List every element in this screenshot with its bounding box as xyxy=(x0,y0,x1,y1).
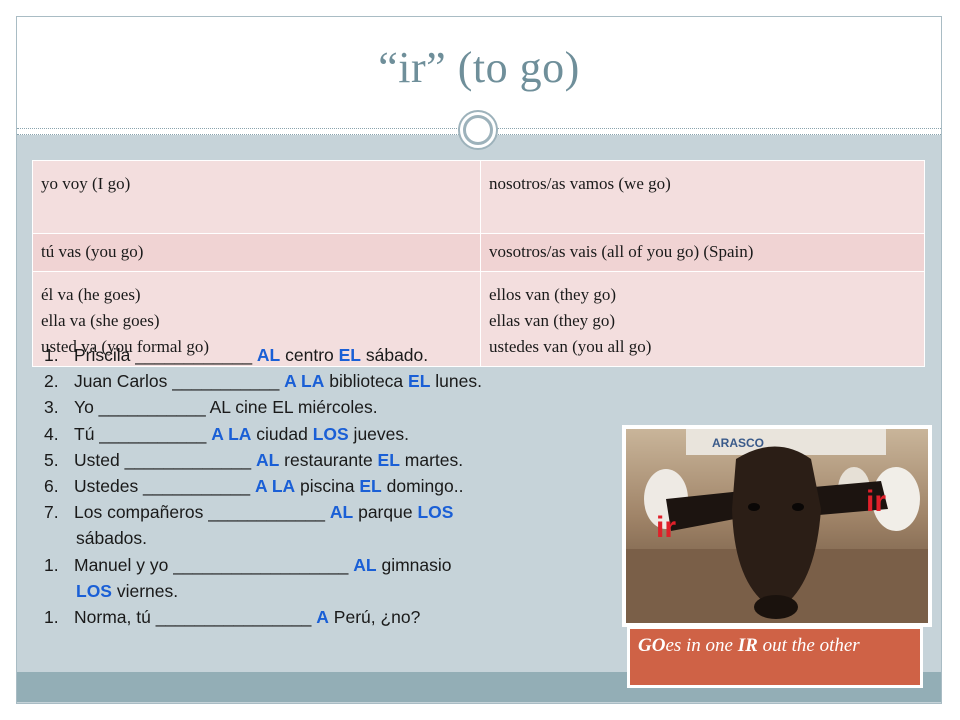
answer-preposition: A LA xyxy=(284,371,325,392)
item-number: 1. xyxy=(44,345,59,365)
item-text: centro xyxy=(280,345,339,365)
list-item: 4. Tú ___________ A LA ciudad LOS jueves. xyxy=(44,421,664,447)
table-row: yo voy (I go) nosotros/as vamos (we go) xyxy=(32,160,925,234)
exercise-list: 1. Priscila ____________ AL centro EL sáb… xyxy=(44,342,664,630)
item-text: gimnasio xyxy=(376,554,452,575)
item-text: martes. xyxy=(399,449,464,470)
list-item-continuation: LOS viernes. xyxy=(44,578,664,604)
cell-line: ustedes van (you all go) xyxy=(489,337,652,356)
list-item: 1. Norma, tú ________________ A Perú, ¿no… xyxy=(44,604,664,630)
ir-label-right: ir xyxy=(866,485,886,518)
caption-text: es in one xyxy=(665,635,738,656)
cell-line: ellos van (they go) xyxy=(489,285,616,304)
list-item: 7.Los compañeros ____________ AL parque … xyxy=(44,499,664,525)
answer-preposition: AL xyxy=(255,449,280,470)
cell-line: yo voy (I go) xyxy=(41,174,131,193)
goat-muzzle xyxy=(754,595,798,619)
table-cell: vosotros/as vais (all of you go) (Spain) xyxy=(480,233,925,272)
item-text: sábado. xyxy=(361,345,429,365)
list-item: 2. Juan Carlos ___________ A LA bibliotec… xyxy=(44,368,664,394)
list-item: 3. Yo ___________ AL cine EL miércoles. xyxy=(44,394,664,420)
answer-article: EL xyxy=(359,476,382,497)
item-text: Los compañeros ____________ xyxy=(74,502,330,523)
answer-preposition: A LA xyxy=(254,476,296,497)
table-row: tú vas (you go) vosotros/as vais (all of… xyxy=(32,233,925,272)
item-text: Perú, ¿no? xyxy=(328,607,421,628)
item-number: 6. xyxy=(44,476,59,497)
item-text: Juan Carlos ___________ xyxy=(74,371,285,392)
item-number: 3. xyxy=(44,397,59,418)
item-number: 5. xyxy=(44,449,59,470)
item-text: Ustedes ___________ xyxy=(74,476,255,497)
caption-emphasis: IR xyxy=(737,635,758,656)
caption-emphasis: GO xyxy=(638,635,666,656)
background-person xyxy=(872,467,920,531)
conjugation-table: yo voy (I go) nosotros/as vamos (we go) … xyxy=(32,160,925,367)
item-text: Priscila ____________ xyxy=(74,345,257,365)
table-cell: yo voy (I go) xyxy=(32,160,481,234)
table-cell: él va (he goes) ella va (she goes) usted… xyxy=(32,271,481,367)
item-text: Manuel y yo __________________ xyxy=(74,554,354,575)
item-text: jueves. xyxy=(348,423,409,444)
cell-line: tú vas (you go) xyxy=(41,242,144,261)
table-cell: nosotros/as vamos (we go) xyxy=(480,160,925,234)
list-item: 6. Ustedes ___________ A LA piscina EL do… xyxy=(44,473,664,499)
goat-eye xyxy=(792,503,804,511)
table-cell: ellos van (they go) ellas van (they go) … xyxy=(480,271,925,367)
goat-photo: ARASCO ir ir xyxy=(622,425,932,627)
item-number: 2. xyxy=(44,371,59,392)
item-text: viernes. xyxy=(111,580,179,601)
answer-preposition: AL xyxy=(329,502,354,523)
caption-text: out the other xyxy=(757,635,860,656)
cell-line: usted va (you formal go) xyxy=(41,337,210,356)
cell-line: vosotros/as vais (all of you go) (Spain) xyxy=(489,242,754,261)
item-number: 4. xyxy=(44,423,59,444)
answer-preposition: AL xyxy=(256,345,281,365)
answer-article: EL xyxy=(377,449,400,470)
answer-preposition: AL xyxy=(353,554,377,575)
table-row: él va (he goes) ella va (she goes) usted… xyxy=(32,271,925,367)
item-text: restaurante xyxy=(279,449,378,470)
goat-illustration: ARASCO ir ir xyxy=(626,429,928,623)
answer-article: EL xyxy=(338,345,361,365)
answer-preposition: A xyxy=(316,607,329,628)
list-item-continuation: sábados. xyxy=(44,525,664,551)
cell-line: él va (he goes) xyxy=(41,285,141,304)
item-text: lunes. xyxy=(430,371,482,392)
answer-preposition: A LA xyxy=(211,423,252,444)
answer-article: LOS xyxy=(417,502,454,523)
item-text: sábados. xyxy=(76,528,148,549)
item-text: domingo.. xyxy=(381,476,464,497)
answer-article: LOS xyxy=(76,580,112,601)
sign-text: ARASCO xyxy=(712,436,764,450)
slide-title: “ir” (to go) xyxy=(378,43,580,92)
photo-caption: GOes in one IR out the other xyxy=(627,626,923,688)
goat-eye xyxy=(748,503,760,511)
item-text: Norma, tú ________________ xyxy=(74,607,317,628)
item-text: Tú ___________ xyxy=(74,423,212,444)
item-number: 7. xyxy=(44,502,59,523)
item-text: Usted _____________ xyxy=(74,449,256,470)
answer-article: EL xyxy=(408,371,431,392)
item-text: piscina xyxy=(295,476,360,497)
item-text: biblioteca xyxy=(324,371,409,392)
answer-article: LOS xyxy=(312,423,349,444)
table-cell: tú vas (you go) xyxy=(32,233,481,272)
list-item: 5.Usted _____________ AL restaurante EL … xyxy=(44,447,664,473)
cell-line: nosotros/as vamos (we go) xyxy=(489,174,671,193)
circle-ornament-inner xyxy=(463,115,493,145)
ir-label-left: ir xyxy=(656,511,676,544)
item-number: 1. xyxy=(44,607,59,628)
item-text: Yo ___________ AL cine EL miércoles. xyxy=(74,397,378,418)
item-text: parque xyxy=(353,502,418,523)
item-number: 1. xyxy=(44,554,59,575)
item-text: ciudad xyxy=(251,423,313,444)
goat-head xyxy=(732,446,821,612)
cell-line: ellas van (they go) xyxy=(489,311,616,330)
cell-line: ella va (she goes) xyxy=(41,311,160,330)
list-item: 1. Manuel y yo __________________ AL gimn… xyxy=(44,552,664,578)
list-item: 1. Priscila ____________ AL centro EL sáb… xyxy=(44,342,664,368)
